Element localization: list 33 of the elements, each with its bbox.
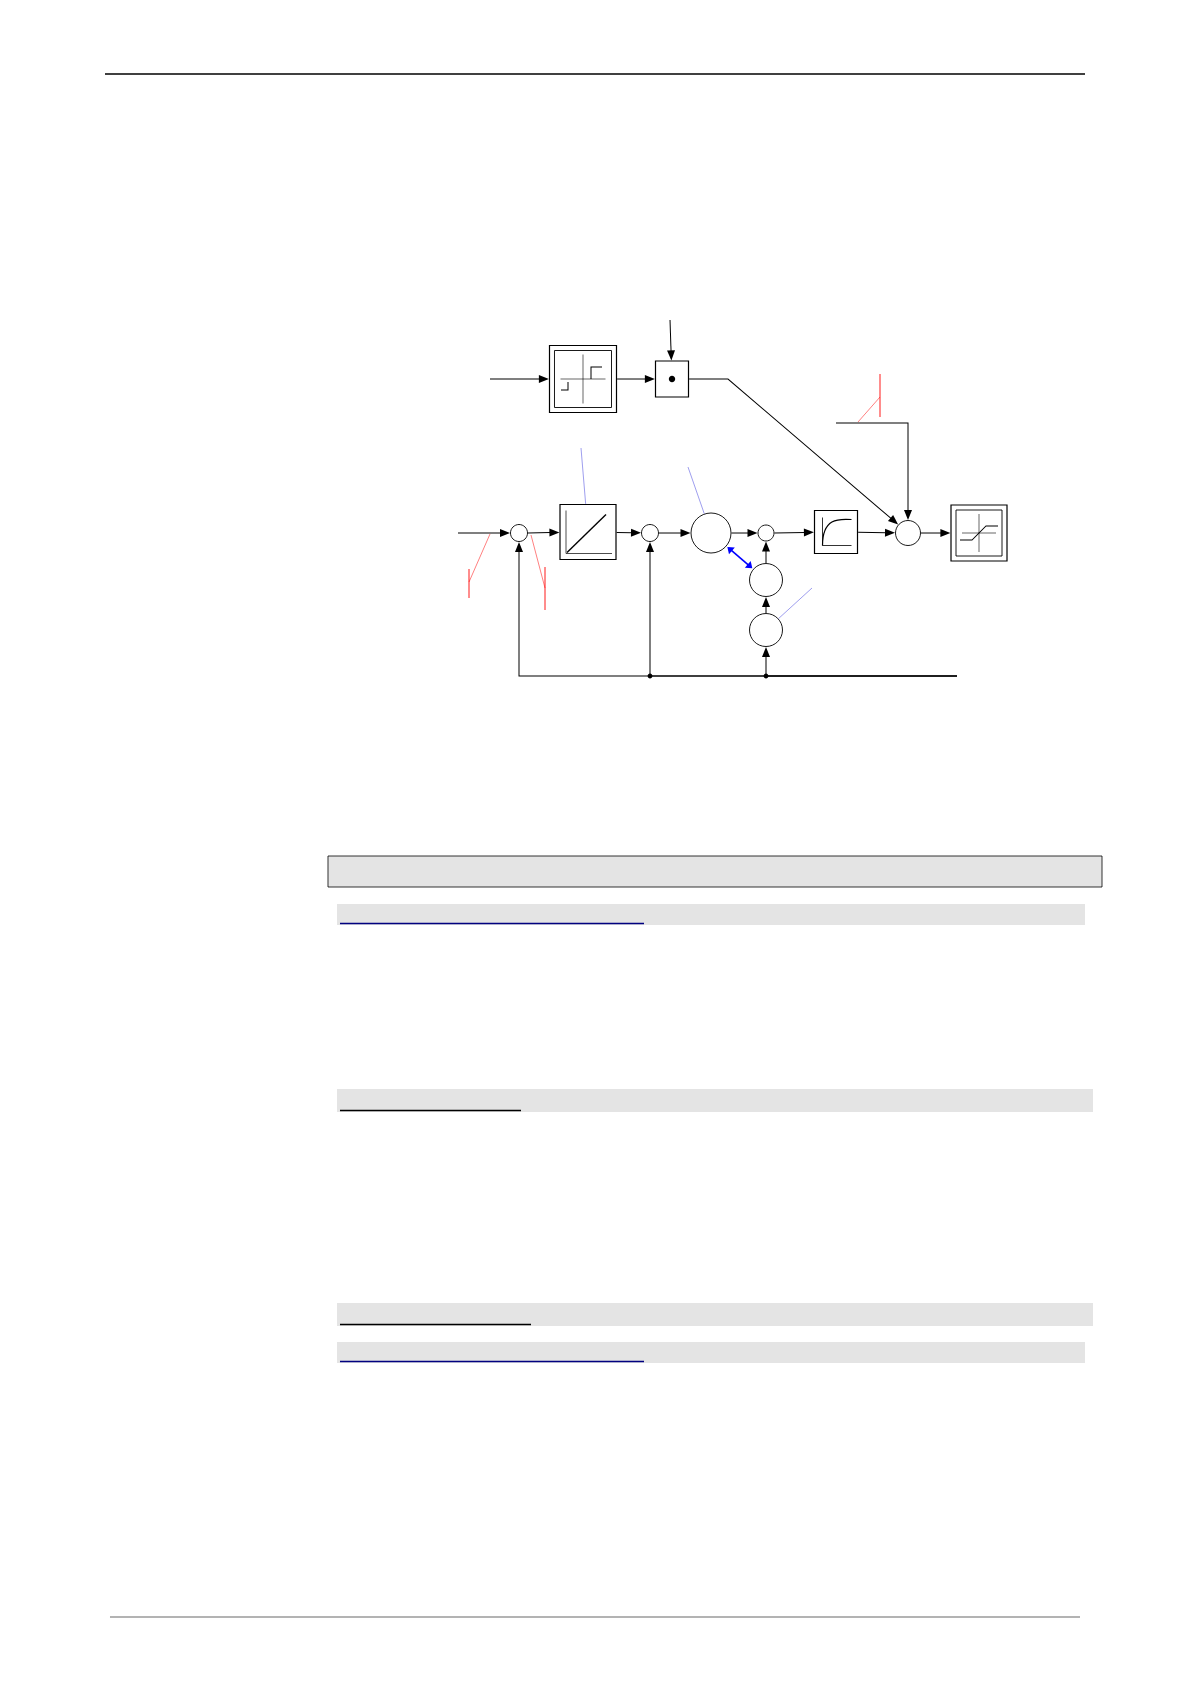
arrow <box>762 647 958 677</box>
arrow <box>527 528 560 537</box>
arrow <box>688 378 899 525</box>
arrow <box>730 529 758 537</box>
block <box>559 503 617 561</box>
arrow <box>667 319 676 361</box>
junction-circle <box>895 520 921 546</box>
junction-circle <box>510 524 528 542</box>
block <box>813 509 859 555</box>
junction-circle <box>757 524 775 542</box>
block <box>654 360 690 398</box>
junction-circle <box>749 563 783 597</box>
arrow <box>727 547 753 569</box>
block <box>548 344 618 414</box>
arrow <box>489 375 549 383</box>
arrow <box>762 541 770 564</box>
leader-line <box>687 466 705 514</box>
arrow <box>616 375 655 383</box>
arrow <box>762 597 770 614</box>
heading-bar <box>327 855 1103 888</box>
junction-circle <box>641 524 659 542</box>
leader-line <box>778 587 813 619</box>
junction-circle <box>749 613 783 647</box>
arrow <box>658 529 691 537</box>
arrow <box>920 529 951 537</box>
arrow <box>773 528 814 537</box>
arrow <box>857 528 895 537</box>
arrow <box>616 528 641 537</box>
arrow <box>457 529 510 537</box>
block <box>950 504 1008 562</box>
leader-line <box>580 447 586 505</box>
junction-circle <box>690 512 732 554</box>
arrow <box>835 422 912 520</box>
